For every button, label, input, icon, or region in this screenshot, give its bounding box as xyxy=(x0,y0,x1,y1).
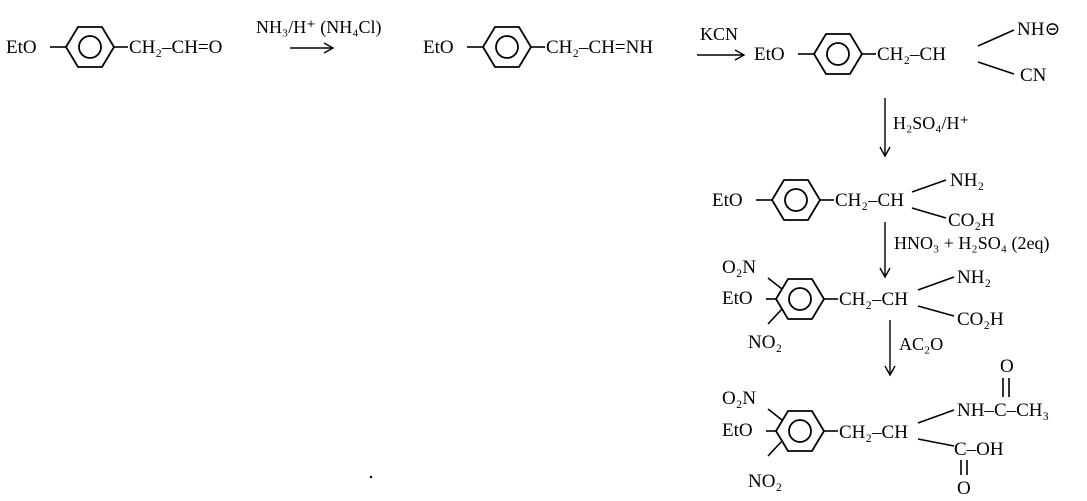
m6-carbonyl-o: O xyxy=(1000,356,1014,377)
molecule-imine: EtO CH₂–CH=NH xyxy=(423,26,653,68)
step3-arrow: H₂SO₄/H⁺ xyxy=(879,98,969,158)
m3-bond-up xyxy=(977,29,1015,47)
m5-bond-down xyxy=(917,305,955,317)
m3-eto-label: EtO xyxy=(754,44,785,65)
m4-branch-bottom: CO₂H xyxy=(948,210,995,231)
m1-aromatic-circle xyxy=(78,35,102,59)
m4-eto-label: EtO xyxy=(712,190,743,211)
m3-branch-top: NH⊝ xyxy=(1017,19,1060,40)
m5-nitro-bottom: NO₂ xyxy=(748,332,782,353)
step1-arrow: NH₃/H⁺ (NH₄Cl) xyxy=(256,17,382,54)
m1-chain-label: CH₂–CH=O xyxy=(129,37,222,58)
m6-eto-label: EtO xyxy=(722,420,753,441)
step5-reagent-label: AC₂O xyxy=(899,334,943,354)
step1-reagent-label: NH₃/H⁺ (NH₄Cl) xyxy=(256,17,382,38)
m2-aromatic-circle xyxy=(495,35,519,59)
m4-aromatic-circle xyxy=(784,188,808,212)
step3-reagent-label: H₂SO₄/H⁺ xyxy=(893,113,969,133)
step3-arrow-head xyxy=(879,146,891,158)
m6-branch-top: NH–C–CH₃ xyxy=(957,400,1049,421)
step5-arrow: AC₂O xyxy=(884,320,943,377)
step2-arrow: KCN xyxy=(697,24,746,61)
m6-benzene-ring xyxy=(774,410,826,452)
m5-eto-label: EtO xyxy=(722,288,753,309)
m5-nitro-top-bond xyxy=(767,277,783,290)
m5-branch-top: NH₂ xyxy=(957,267,991,288)
m4-benzene-ring xyxy=(770,179,822,221)
m5-nitro-bottom-bond xyxy=(767,308,783,325)
m3-aromatic-circle xyxy=(826,42,850,66)
m6-branch-bottom: C–OH xyxy=(954,439,1004,460)
m5-nitro-top: O₂N xyxy=(722,257,756,278)
molecule-aminonitrile-anion: EtO CH₂–CH NH⊝ CN xyxy=(754,19,1060,86)
m5-branch-bottom: CO₂H xyxy=(957,309,1004,330)
m6-nitro-bottom: NO₂ xyxy=(748,471,782,492)
m3-benzene-ring xyxy=(812,33,864,75)
m3-chain-label: CH₂–CH xyxy=(877,44,946,65)
m6-aromatic-circle xyxy=(788,419,812,443)
step4-arrow-head xyxy=(879,267,891,279)
m6-bond-up xyxy=(917,409,955,424)
m5-bond-up xyxy=(917,276,955,291)
m4-bond-down xyxy=(911,207,947,219)
stray-dot xyxy=(369,475,373,479)
m1-eto-label: EtO xyxy=(6,37,37,58)
m4-bond-up xyxy=(911,179,947,193)
m2-chain-label: CH₂–CH=NH xyxy=(546,37,653,58)
molecule-aldehyde: EtO CH₂–CH=O xyxy=(6,26,222,68)
m1-benzene-ring xyxy=(64,26,116,68)
m2-eto-label: EtO xyxy=(423,37,454,58)
m6-nitro-top-bond xyxy=(767,408,783,421)
m5-benzene-ring xyxy=(774,278,826,320)
step4-arrow: HNO₃ + H₂SO₄ (2eq) xyxy=(879,222,1049,279)
m4-chain-label: CH₂–CH xyxy=(835,190,904,211)
m5-chain-label: CH₂–CH xyxy=(839,289,908,310)
m6-nitro-bottom-bond xyxy=(767,440,783,457)
m6-bond-down xyxy=(917,438,955,447)
m2-benzene-ring xyxy=(481,26,533,68)
step1-arrow-head xyxy=(323,42,335,54)
m3-bond-down xyxy=(977,61,1015,75)
molecule-dinitro-amino-acid: O₂N EtO NO₂ CH₂–CH NH₂ CO₂H xyxy=(722,257,1004,353)
m6-chain-label: CH₂–CH xyxy=(839,422,908,443)
m5-aromatic-circle xyxy=(788,287,812,311)
step5-arrow-head xyxy=(884,365,896,377)
molecule-amino-acid: EtO CH₂–CH NH₂ CO₂H xyxy=(712,170,995,231)
step2-arrow-head xyxy=(734,49,746,61)
m4-branch-top: NH₂ xyxy=(950,170,984,191)
m6-nitro-top: O₂N xyxy=(722,388,756,409)
step2-reagent-label: KCN xyxy=(700,24,738,44)
m6-carboxyl-o: O xyxy=(957,478,971,499)
m3-branch-bottom: CN xyxy=(1020,65,1047,86)
molecule-acetylated-product: O₂N EtO NO₂ CH₂–CH NH–C–CH₃ O C–OH O xyxy=(722,356,1049,499)
step4-reagent-label: HNO₃ + H₂SO₄ (2eq) xyxy=(894,233,1049,254)
